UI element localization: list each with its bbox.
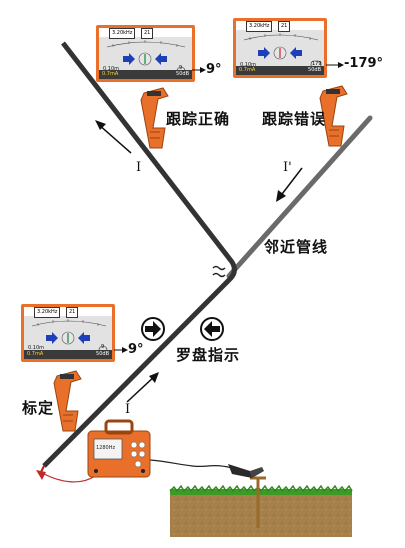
screen-frequency: 3.20kHz (109, 28, 136, 39)
label-tracking-correct: 跟踪正确 (166, 110, 231, 128)
transmitter-display: 1280Hz (96, 445, 116, 451)
label-tracking-wrong: 跟踪错误 (262, 110, 327, 128)
current-arrow-adjacent (276, 167, 303, 202)
screen-frequency: 3.20kHz (34, 307, 61, 318)
label-adjacent-pipe: 邻近管线 (264, 238, 329, 256)
current-label-adjacent: I' (283, 160, 292, 175)
angle-label-top-left: 9° (206, 62, 222, 77)
angle-pointer-top-right (326, 62, 344, 68)
current-arrow-main-bottom (126, 372, 159, 403)
locator-screen-top-left: 3.20kHz 21 0.10m 9 0.7mA 50dB (96, 25, 195, 82)
screen-compass-value: 9 (101, 344, 105, 350)
current-label-bottom: I (125, 402, 131, 417)
screen-gain: 21 (278, 21, 291, 32)
screen-compass-value: 179 (312, 61, 322, 67)
screen-depth: 0.10m (103, 66, 120, 72)
screen-current: 0.7mA (27, 351, 44, 357)
screen-compass-graphic (31, 319, 108, 355)
ground-clip (228, 464, 264, 478)
angle-pointer-bottom-left (114, 347, 128, 353)
current-arrow-main-top (95, 120, 132, 154)
locator-screen-top-right: 3.20kHz 21 0.10m 179 0.7mA 50dB (233, 18, 327, 78)
angle-label-bottom-left: 9° (128, 342, 144, 357)
ground-block (169, 484, 353, 537)
screen-frequency: 3.20kHz (246, 21, 273, 32)
ground-stake (250, 476, 266, 528)
signal-transmitter (87, 419, 151, 478)
screen-compass-graphic (106, 40, 186, 76)
locator-screen-bottom-left: 3.20kHz 21 0.10m 9 0.7mA 50dB (21, 304, 115, 362)
screen-gain: 21 (141, 28, 154, 39)
screen-current: 0.7mA (239, 67, 256, 73)
screen-depth: 0.10m (28, 345, 45, 351)
screen-signal-db: 50dB (176, 71, 189, 77)
direction-left-icon (200, 317, 224, 341)
screen-signal-db: 50dB (308, 67, 321, 73)
angle-pointer-top-left (192, 67, 206, 73)
screen-compass-value: 9 (179, 65, 183, 71)
locator-receiver-bottom-left (53, 370, 82, 432)
label-compass-indicator: 罗盘指示 (176, 346, 241, 364)
current-label-top: I (136, 160, 142, 175)
screen-depth: 0.10m (240, 62, 257, 68)
adjacent-pipe (226, 115, 373, 279)
locator-receiver-top-left (140, 87, 169, 149)
screen-compass-graphic (243, 33, 322, 69)
locator-receiver-top-right (319, 85, 348, 147)
direction-right-icon (141, 317, 165, 341)
screen-gain: 21 (66, 307, 79, 318)
bend-marks (212, 265, 226, 278)
pipe-connection-clip (36, 465, 46, 480)
target-pipe (42, 41, 237, 468)
screen-current: 0.7mA (102, 71, 119, 77)
angle-label-top-right: -179° (344, 56, 384, 71)
screen-signal-db: 50dB (96, 351, 109, 357)
label-calibration: 标定 (22, 399, 55, 417)
